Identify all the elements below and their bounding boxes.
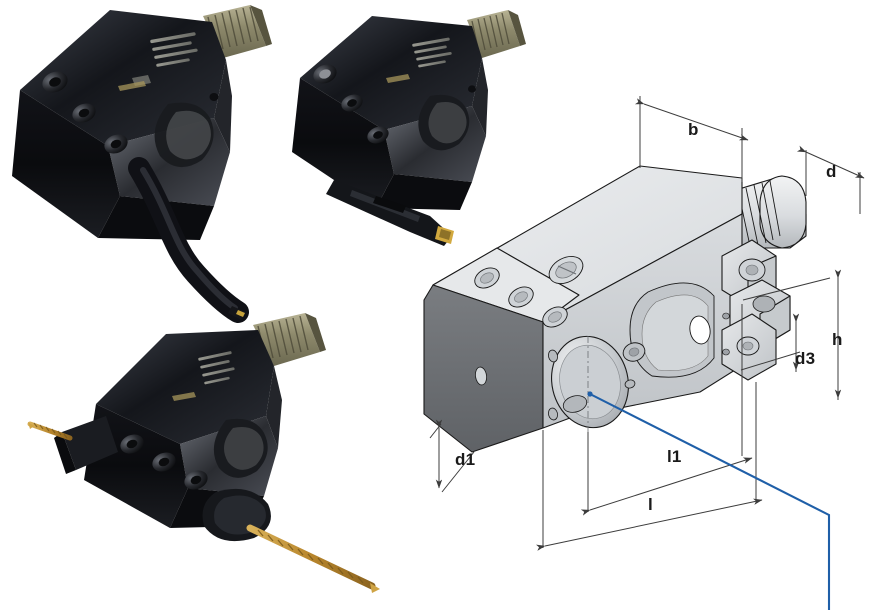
dimension-label-d: d bbox=[826, 162, 837, 181]
engraving bbox=[118, 32, 198, 91]
photo-curved-boring-bar bbox=[12, 5, 272, 323]
cad-body bbox=[423, 165, 807, 453]
dimension-label-d3: d3 bbox=[795, 349, 816, 368]
vdi-shank bbox=[467, 10, 526, 58]
engraving bbox=[172, 351, 235, 401]
bore-leader-line bbox=[587, 391, 831, 610]
dimension-label-d1: d1 bbox=[455, 450, 476, 469]
dimension-label-h: h bbox=[832, 330, 843, 349]
dimension-label-l: l bbox=[648, 495, 653, 514]
dimension-label-l1: l1 bbox=[667, 447, 682, 466]
photo-twist-drills bbox=[27, 313, 380, 593]
photo-straight-boring-bar bbox=[292, 10, 526, 246]
vdi-shank bbox=[253, 313, 326, 366]
engraving bbox=[386, 37, 452, 83]
clamping-bracket bbox=[721, 239, 791, 381]
dimension-label-b: b bbox=[688, 120, 699, 139]
dimension-lines bbox=[429, 96, 865, 551]
twist-drill-lower bbox=[246, 524, 380, 593]
twist-drill-upper bbox=[27, 421, 73, 441]
top-screws bbox=[474, 255, 584, 328]
